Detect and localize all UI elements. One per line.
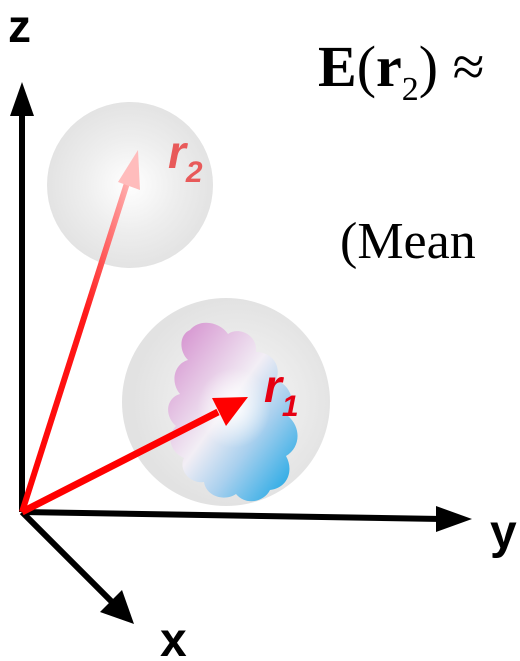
x-axis-label: x: [160, 614, 187, 661]
x-axis-arrowhead: [100, 590, 134, 624]
caption-text: (Mean: [340, 213, 476, 270]
r2-label: r2: [168, 126, 203, 189]
equation-open-paren: (: [357, 34, 376, 99]
equation: E(r2) ≈: [318, 34, 484, 108]
z-axis-arrowhead: [10, 82, 34, 116]
equation-r: r: [376, 34, 402, 99]
equation-subscript: 2: [402, 71, 419, 108]
r1-subscript: 1: [282, 390, 299, 423]
r2-letter: r: [168, 126, 188, 178]
vector-r2-arrow: [19, 150, 140, 513]
y-axis-arrowhead: [436, 506, 472, 532]
equation-E: E: [318, 34, 357, 99]
x-axis: [19, 509, 115, 605]
coordinate-axes: [10, 82, 472, 624]
z-axis-label: z: [8, 0, 31, 52]
equation-close-approx: ) ≈: [419, 34, 485, 99]
y-axis-label: y: [490, 506, 517, 559]
r2-subscript: 2: [185, 156, 203, 189]
vector-r1-arrow: [20, 397, 248, 516]
y-axis: [21, 509, 443, 522]
r1-label: r1: [264, 360, 299, 423]
r1-letter: r: [264, 360, 284, 412]
